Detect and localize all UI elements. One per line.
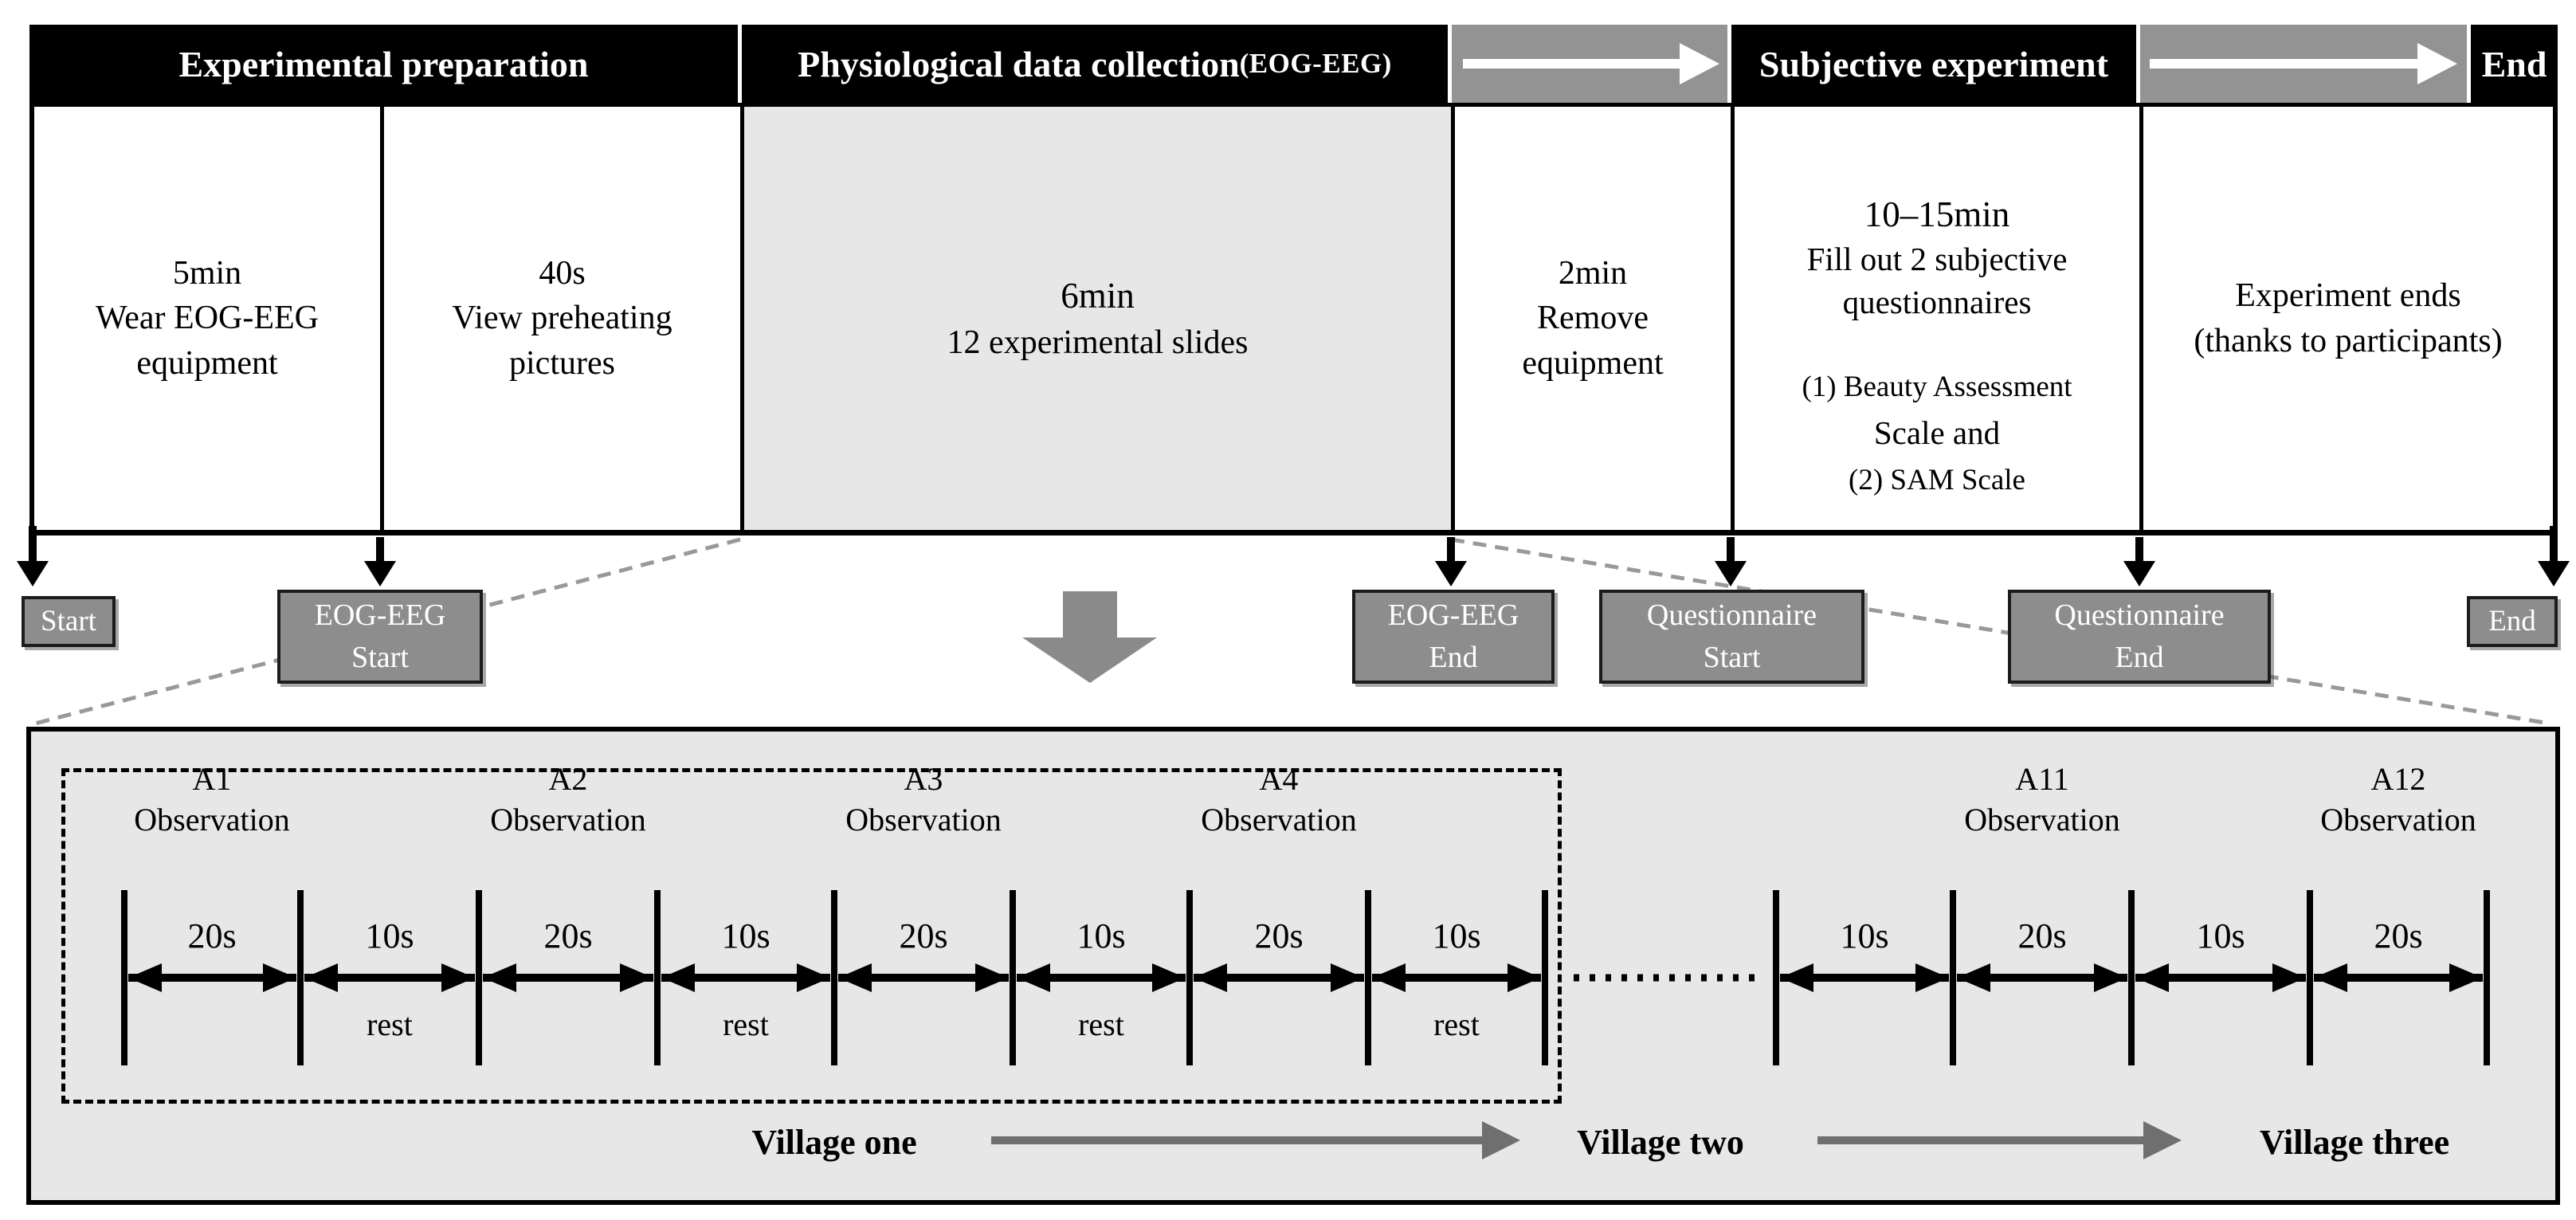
interval-duration: 20s <box>2017 916 2067 955</box>
interval-arrows <box>128 963 2483 992</box>
phase-duration: 40s <box>539 255 586 292</box>
marker-label: Start <box>351 641 409 674</box>
zoom-down-arrow-icon <box>1022 591 1157 683</box>
slide-id: A11 <box>2015 761 2069 797</box>
phase-duration: 2min <box>1558 255 1628 292</box>
phase-duration: 10–15min <box>1864 194 2010 234</box>
slide-label-a1: A1 Observation <box>76 759 347 840</box>
phase-detail-line: (1) Beauty Assessment <box>1802 370 2072 403</box>
interval-duration: 10s <box>1840 916 1889 955</box>
slide-id: A12 <box>2370 761 2426 797</box>
marker-label: Start <box>1703 641 1761 674</box>
interval-duration: 10s <box>1076 916 1126 955</box>
slide-sequence-panel <box>26 727 2560 1205</box>
marker-label: End <box>1429 641 1478 674</box>
phase-cell-questionnaires: 10–15min Fill out 2 subjective questionn… <box>1731 103 2139 535</box>
rest-label: rest <box>1078 1006 1124 1042</box>
phase-line: pictures <box>509 344 615 382</box>
event-down-arrows <box>17 526 2570 586</box>
header-stage-label: End <box>2481 43 2547 84</box>
slide-id: A2 <box>548 761 588 797</box>
header-stage-suffix: (EOG-EEG) <box>1239 48 1392 79</box>
zoom-dashed-line-right <box>1450 537 2551 726</box>
marker-end: End <box>2467 596 2558 647</box>
slide-caption: Observation <box>134 802 290 838</box>
phase-detail-line: Scale and <box>1873 414 2001 452</box>
marker-label: EOG-EEG <box>1387 598 1519 632</box>
village-one-dashed-outline <box>61 768 1562 1104</box>
marker-questionnaire-end: Questionnaire End <box>2008 590 2271 684</box>
flow-arrow-icon <box>1463 43 2457 84</box>
phase-line: questionnaires <box>1842 283 2032 320</box>
header-stage-end: End <box>2471 25 2558 103</box>
rest-label: rest <box>367 1006 413 1042</box>
interval-duration: 20s <box>899 916 948 955</box>
marker-eog-eeg-start: EOG-EEG Start <box>277 590 483 684</box>
phase-cell-experiment-ends: Experiment ends (thanks to participants) <box>2139 103 2558 535</box>
header-stage-label: Physiological data collection <box>798 43 1240 84</box>
marker-label: Questionnaire <box>1646 598 1817 632</box>
slide-label-a3: A3 Observation <box>788 759 1059 840</box>
village-two-label: Village two <box>1577 1123 1744 1162</box>
slide-caption: Observation <box>1964 802 2120 838</box>
interval-duration: 20s <box>1254 916 1304 955</box>
marker-questionnaire-start: Questionnaire Start <box>1599 590 1864 684</box>
slide-caption: Observation <box>845 802 1002 838</box>
header-stage-experimental-preparation: Experimental preparation <box>29 25 738 103</box>
slide-label-a12: A12 Observation <box>2263 759 2534 840</box>
interval-duration: 10s <box>365 916 414 955</box>
phase-duration: 5min <box>172 255 242 292</box>
phase-cell-experimental-slides: 6min 12 experimental slides <box>740 103 1451 535</box>
header-stage-label: Subjective experiment <box>1759 43 2109 84</box>
phase-cell-preheating-pictures: 40s View preheating pictures <box>380 103 740 535</box>
marker-label: Questionnaire <box>2054 598 2225 632</box>
phase-line: Experiment ends <box>2235 277 2461 315</box>
phase-line: 12 experimental slides <box>947 324 1249 361</box>
phase-duration: 6min <box>1061 276 1135 316</box>
rest-label: rest <box>723 1006 769 1042</box>
phase-line: equipment <box>1522 344 1664 382</box>
slide-label-a4: A4 Observation <box>1143 759 1414 840</box>
phase-line: Remove <box>1537 300 1649 337</box>
interval-ticks <box>121 890 2490 1065</box>
interval-duration: 20s <box>187 916 237 955</box>
phase-line: View preheating <box>452 300 672 337</box>
header-stage-subjective-experiment: Subjective experiment <box>1731 25 2136 103</box>
phase-cell-remove-equipment: 2min Remove equipment <box>1451 103 1731 535</box>
slide-label-a2: A2 Observation <box>433 759 704 840</box>
header-stage-physiological-data-collection: Physiological data collection(EOG-EEG) <box>742 25 1448 103</box>
slide-caption: Observation <box>490 802 646 838</box>
phase-line: (thanks to participants) <box>2194 322 2503 359</box>
slide-id: A4 <box>1259 761 1299 797</box>
marker-start: Start <box>22 596 116 647</box>
phase-cell-wear-equipment: 5min Wear EOG-EEG equipment <box>29 103 380 535</box>
interval-duration: 10s <box>2196 916 2245 955</box>
phase-line: equipment <box>136 344 278 382</box>
slide-caption: Observation <box>2320 802 2476 838</box>
phase-detail-line: (2) SAM Scale <box>1849 463 2025 496</box>
rest-label: rest <box>1433 1006 1480 1042</box>
phase-line: Wear EOG-EEG <box>96 300 319 337</box>
interval-duration: 20s <box>2374 916 2423 955</box>
slide-id: A1 <box>192 761 232 797</box>
village-three-label: Village three <box>2259 1123 2450 1162</box>
village-one-label: Village one <box>751 1123 917 1162</box>
marker-label: End <box>2115 641 2164 674</box>
marker-label: EOG-EEG <box>314 598 446 632</box>
marker-eog-eeg-end: EOG-EEG End <box>1352 590 1555 684</box>
header-stage-label: Experimental preparation <box>178 43 589 84</box>
interval-duration: 10s <box>1432 916 1481 955</box>
marker-label: Start <box>41 605 96 638</box>
interval-duration: 20s <box>543 916 593 955</box>
slide-label-a11: A11 Observation <box>1907 759 2178 840</box>
interval-duration: 10s <box>721 916 770 955</box>
slide-caption: Observation <box>1201 802 1357 838</box>
marker-label: End <box>2488 605 2536 638</box>
village-arrows <box>991 1121 2182 1159</box>
slide-id: A3 <box>904 761 943 797</box>
phase-line: Fill out 2 subjective <box>1806 241 2068 278</box>
